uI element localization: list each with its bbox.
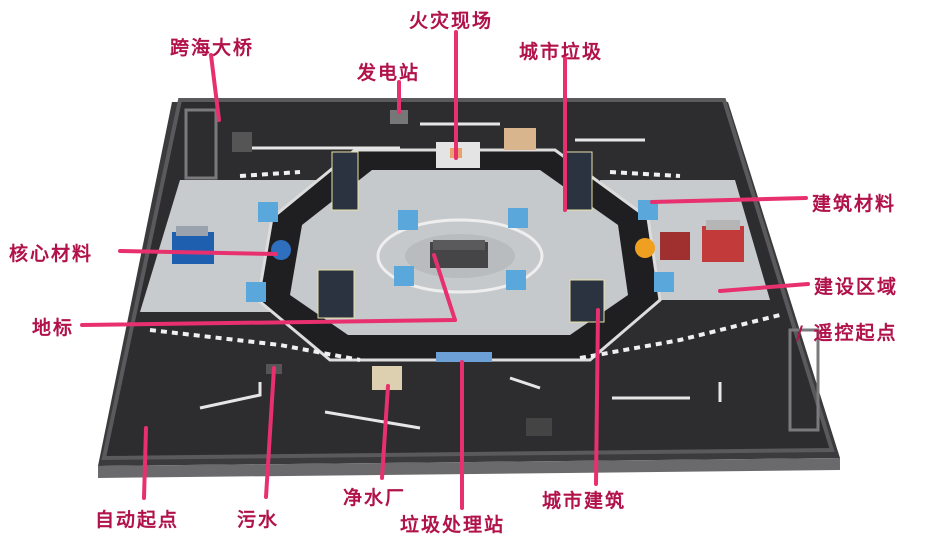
leader-line xyxy=(718,282,810,293)
fence xyxy=(788,328,820,432)
leader-line xyxy=(594,308,600,486)
curb-stripe xyxy=(609,170,681,178)
material-cube xyxy=(506,270,526,290)
label-fire-site: 火灾现场 xyxy=(409,10,494,32)
label-auto-start: 自动起点 xyxy=(95,509,180,531)
garbage-bin xyxy=(526,418,552,436)
power-station-model xyxy=(390,110,408,124)
floor-line xyxy=(509,376,541,390)
label-city-buildings: 城市建筑 xyxy=(542,490,627,512)
leader-line xyxy=(209,53,221,122)
label-city-garbage: 城市垃圾 xyxy=(519,41,604,63)
leader-line xyxy=(142,426,148,500)
robot-icon xyxy=(702,220,744,262)
leader-line xyxy=(80,318,457,327)
tower xyxy=(331,151,359,211)
ball-icon xyxy=(635,238,655,258)
curb-stripe xyxy=(579,313,781,360)
bridge-post xyxy=(232,132,252,152)
label-remote-start: / 遥控起点 xyxy=(796,322,898,344)
bridge-frame xyxy=(184,108,218,180)
robot-icon xyxy=(172,226,214,264)
leader-lines xyxy=(80,30,810,510)
tower xyxy=(317,269,355,319)
label-core-materials: 核心材料 xyxy=(9,243,94,265)
floor-line xyxy=(199,382,262,410)
material-cube xyxy=(654,272,674,292)
material-cube xyxy=(246,282,266,302)
label-sewage: 污水 xyxy=(237,509,280,531)
ramp xyxy=(660,232,690,260)
leader-line xyxy=(118,249,278,256)
garbage-station-model xyxy=(436,352,492,362)
label-construction-zone: 建设区域 xyxy=(814,276,899,298)
material-cube xyxy=(258,202,278,222)
label-water-plant: 净水厂 xyxy=(343,487,407,509)
landmark-top xyxy=(433,240,485,250)
label-building-materials: 建筑材料 xyxy=(812,193,897,215)
material-cube xyxy=(508,208,528,228)
material-cube xyxy=(394,266,414,286)
leader-line xyxy=(380,384,390,480)
ball-icon xyxy=(271,240,291,260)
leader-line xyxy=(264,366,276,499)
material-cube xyxy=(638,200,658,220)
leader-line xyxy=(432,253,457,322)
material-cube xyxy=(398,210,418,230)
label-garbage-station: 垃圾处理站 xyxy=(400,514,506,536)
tower xyxy=(565,151,593,211)
floor-line xyxy=(324,410,421,430)
label-sea-bridge: 跨海大桥 xyxy=(170,37,255,59)
center-ring xyxy=(376,218,544,294)
label-landmark: 地标 xyxy=(32,317,75,339)
city-garbage-model xyxy=(504,128,536,150)
leader-line xyxy=(650,196,808,204)
arena-front-edge xyxy=(98,458,840,478)
label-power-station: 发电站 xyxy=(357,62,421,84)
